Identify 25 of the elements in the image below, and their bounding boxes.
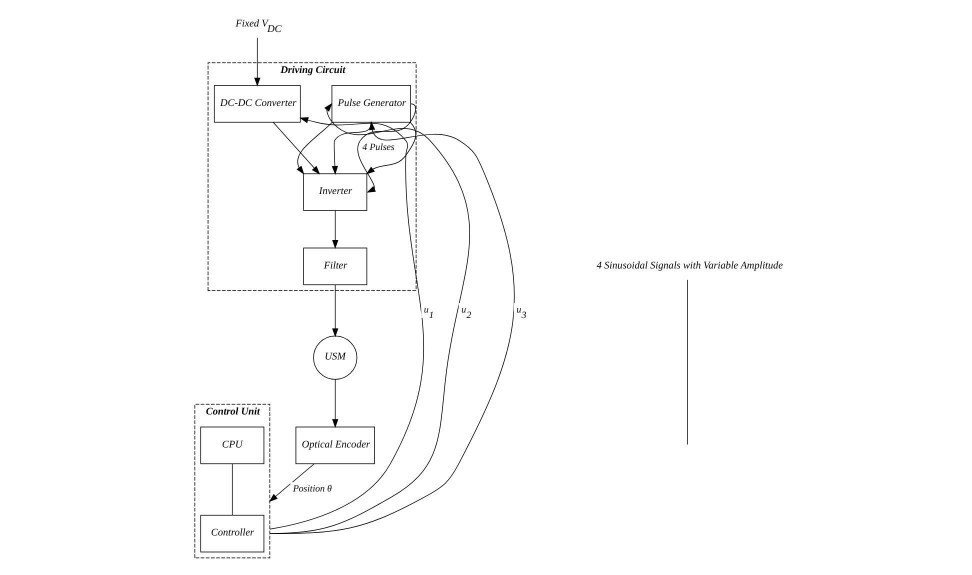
arrow bbox=[268, 464, 314, 502]
arrow bbox=[268, 117, 424, 530]
node-text: 4 Sinusoidal Signals with Variable Amplitude bbox=[596, 260, 782, 272]
node-box: Controller bbox=[200, 514, 264, 552]
node-box: CPU bbox=[200, 426, 264, 464]
arrow bbox=[296, 122, 332, 175]
edge-label: 4 Pulses bbox=[362, 142, 394, 153]
connector bbox=[231, 464, 232, 516]
arrow bbox=[272, 122, 320, 174]
arrow bbox=[332, 210, 338, 249]
node-box: Inverter bbox=[302, 173, 367, 211]
node-box: DC-DC Converter bbox=[213, 85, 300, 123]
edge-label: Position θ bbox=[292, 483, 332, 494]
node-box: Optical Encoder bbox=[295, 426, 374, 464]
arrow bbox=[268, 121, 514, 534]
node-box: Pulse Generator bbox=[331, 85, 410, 123]
node-box: Filter bbox=[302, 248, 367, 286]
arrow bbox=[254, 37, 260, 87]
arrow bbox=[332, 284, 338, 338]
connector bbox=[686, 280, 688, 445]
arrow bbox=[365, 122, 416, 174]
arrow bbox=[356, 104, 416, 193]
arrow bbox=[268, 103, 470, 534]
arrow bbox=[332, 378, 338, 428]
node-circle: USM bbox=[312, 336, 357, 380]
